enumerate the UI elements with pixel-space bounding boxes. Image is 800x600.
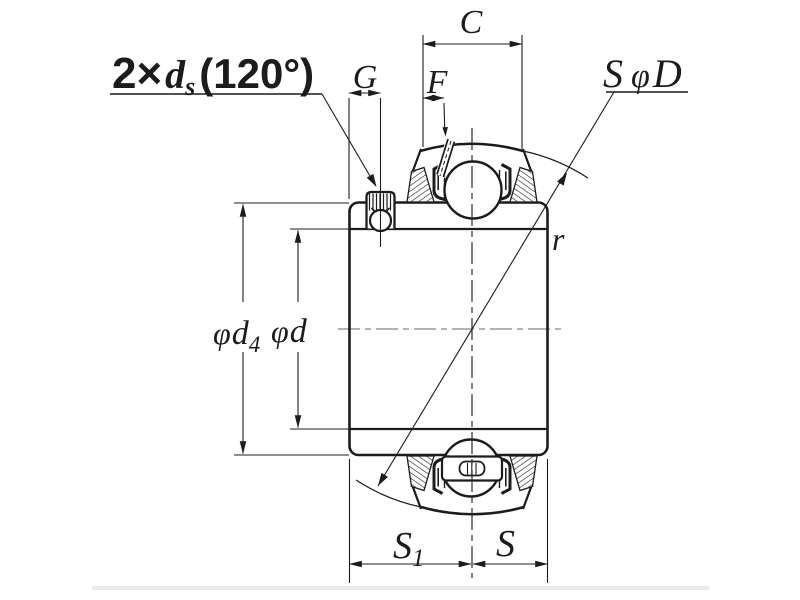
- label-set-screws: 2×ds(120°): [112, 49, 314, 101]
- label-dim-c: C: [460, 4, 483, 41]
- outer-ring-top-section: [406, 142, 589, 220]
- ball: [443, 160, 503, 220]
- lube-slot-edge: [436, 138, 449, 175]
- inner-ring-fill: [349, 202, 548, 455]
- label-chamfer-r: r: [552, 221, 565, 257]
- lube-slot-centerline: [439, 140, 452, 177]
- f-pointer-arrow: [442, 127, 449, 137]
- label-dim-d4: φd4: [213, 315, 260, 357]
- lube-slot-edge: [442, 141, 456, 178]
- sphere-dia-arrow-lower: [374, 472, 388, 488]
- outer-ring-face: [411, 148, 423, 173]
- label-dim-d: φd: [271, 313, 308, 350]
- label-dim-s: S: [496, 523, 515, 565]
- set-screw-leader: [321, 93, 376, 186]
- dimension-lines: [110, 35, 688, 583]
- seal-rubber-wedge: [406, 166, 435, 203]
- label-dim-s1: S1: [393, 525, 425, 572]
- ext-line-f-right: [443, 102, 446, 132]
- label-dim-g: G: [353, 59, 378, 96]
- set-screw-leader-arrow: [366, 173, 380, 189]
- cage-assembly: [440, 455, 504, 482]
- seal-flinger: [432, 163, 450, 203]
- lube-slot: [435, 136, 456, 178]
- sphere-dia-line: [377, 91, 615, 487]
- label-dim-f: F: [426, 64, 449, 101]
- sphere-arc-extension: [522, 150, 589, 179]
